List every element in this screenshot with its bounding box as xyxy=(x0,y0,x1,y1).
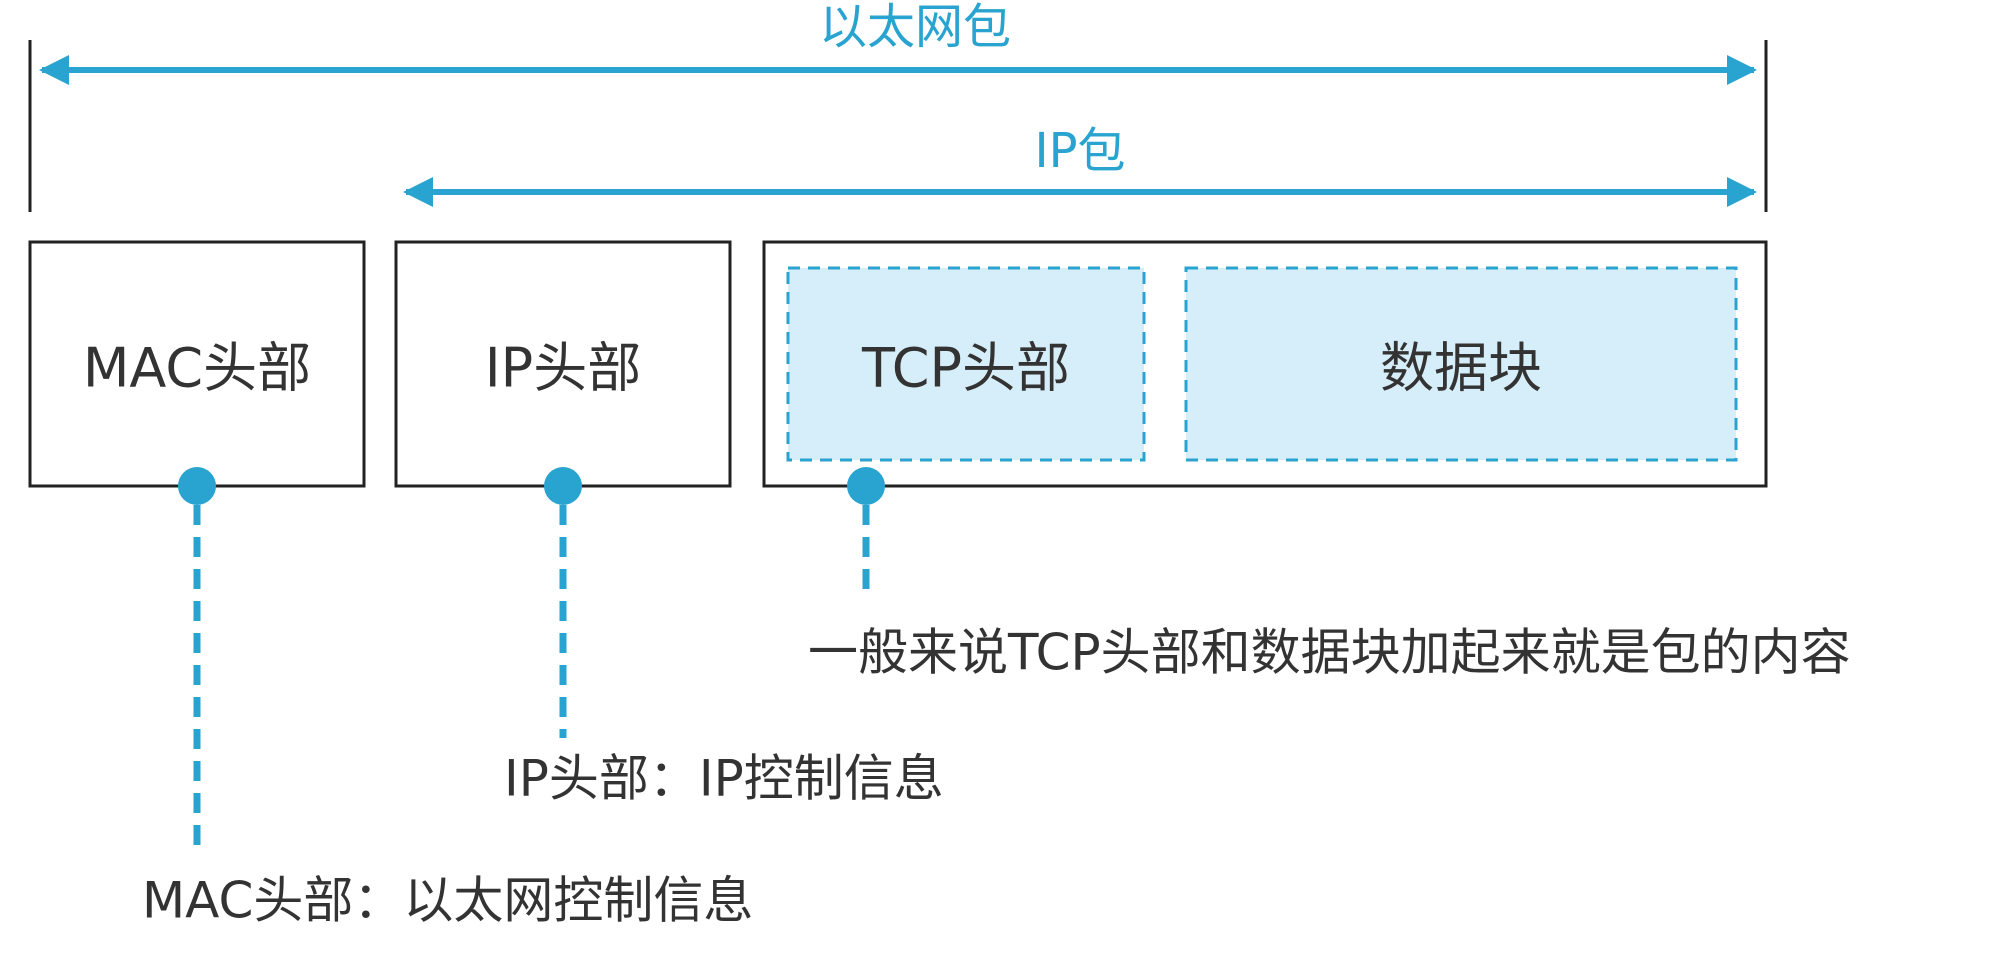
mac-header-callout-dot xyxy=(178,467,216,505)
ip-header-note: IP头部：IP控制信息 xyxy=(504,750,944,808)
ip-packet-label: IP包 xyxy=(1034,123,1125,179)
tcp-header-box xyxy=(786,266,1146,462)
data-block-box-label: 数据块 xyxy=(1380,337,1542,400)
tcp-header-box-label: TCP头部 xyxy=(861,337,1070,400)
ip-header-box-label: IP头部 xyxy=(485,337,642,400)
ethernet-packet-label: 以太网包 xyxy=(819,0,1011,55)
mac-header-box xyxy=(28,240,366,488)
tcp-data-note: 一般来说TCP头部和数据块加起来就是包的内容 xyxy=(808,624,1851,682)
mac-header-note: MAC头部：以太网控制信息 xyxy=(142,872,753,930)
data-block-box xyxy=(1184,266,1738,462)
ip-header-callout-dot xyxy=(544,467,582,505)
tcp-callout-dot xyxy=(847,467,885,505)
mac-header-box-label: MAC头部 xyxy=(83,337,311,400)
